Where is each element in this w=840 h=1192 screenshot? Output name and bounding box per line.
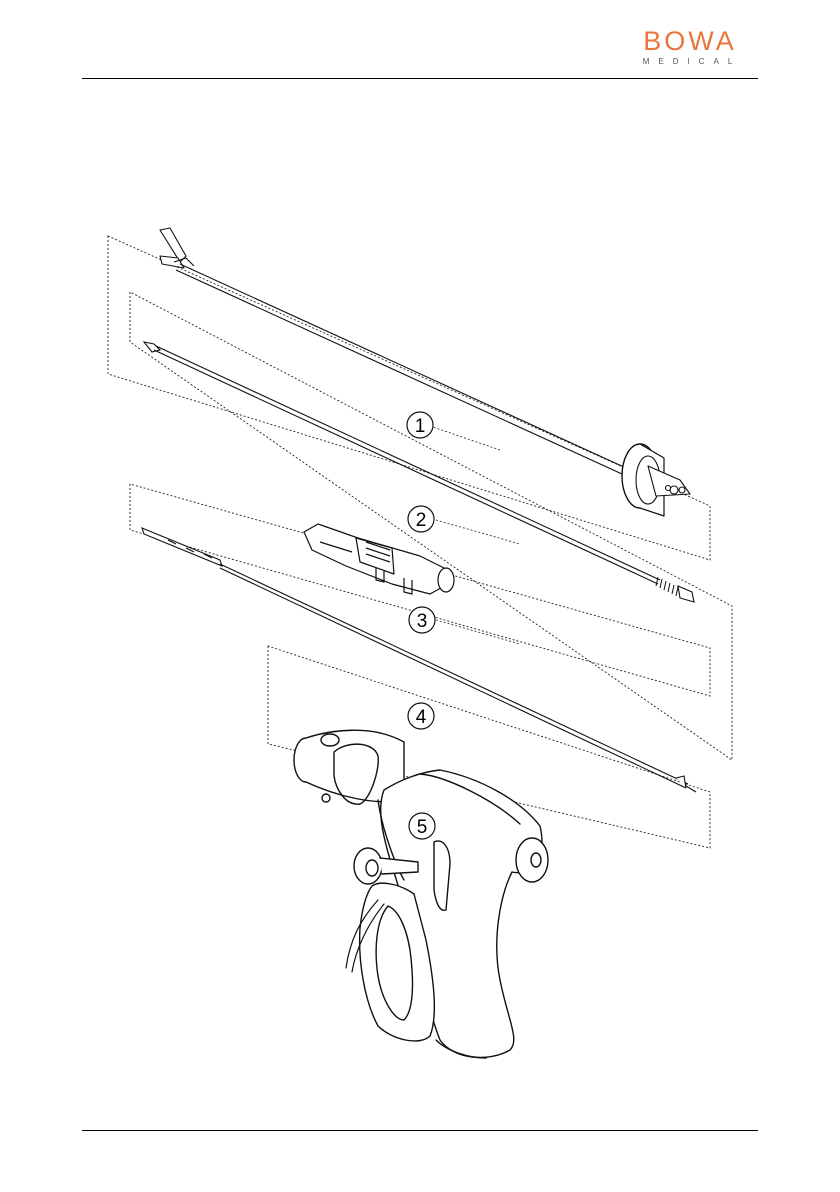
- callout-1-label: 1: [415, 416, 426, 437]
- callout-3-label: 3: [417, 611, 428, 632]
- frame-part-1: [108, 236, 710, 560]
- callout-1: 1: [407, 412, 433, 438]
- callout-2: 2: [408, 506, 434, 532]
- callout-5: 5: [409, 813, 435, 839]
- part-1-outer-shaft: [160, 228, 690, 516]
- part-5-handle: [294, 730, 548, 1058]
- handle-top-button: [321, 734, 339, 746]
- callout-3: 3: [409, 607, 435, 633]
- callout-2-label: 2: [416, 510, 427, 531]
- callout-5-label: 5: [417, 817, 428, 838]
- part-2-slider: [304, 524, 454, 594]
- assembly-frames: [108, 236, 732, 848]
- callout-4: 4: [408, 703, 434, 729]
- callout-4-label: 4: [416, 707, 427, 728]
- callout-leaders: [430, 426, 520, 644]
